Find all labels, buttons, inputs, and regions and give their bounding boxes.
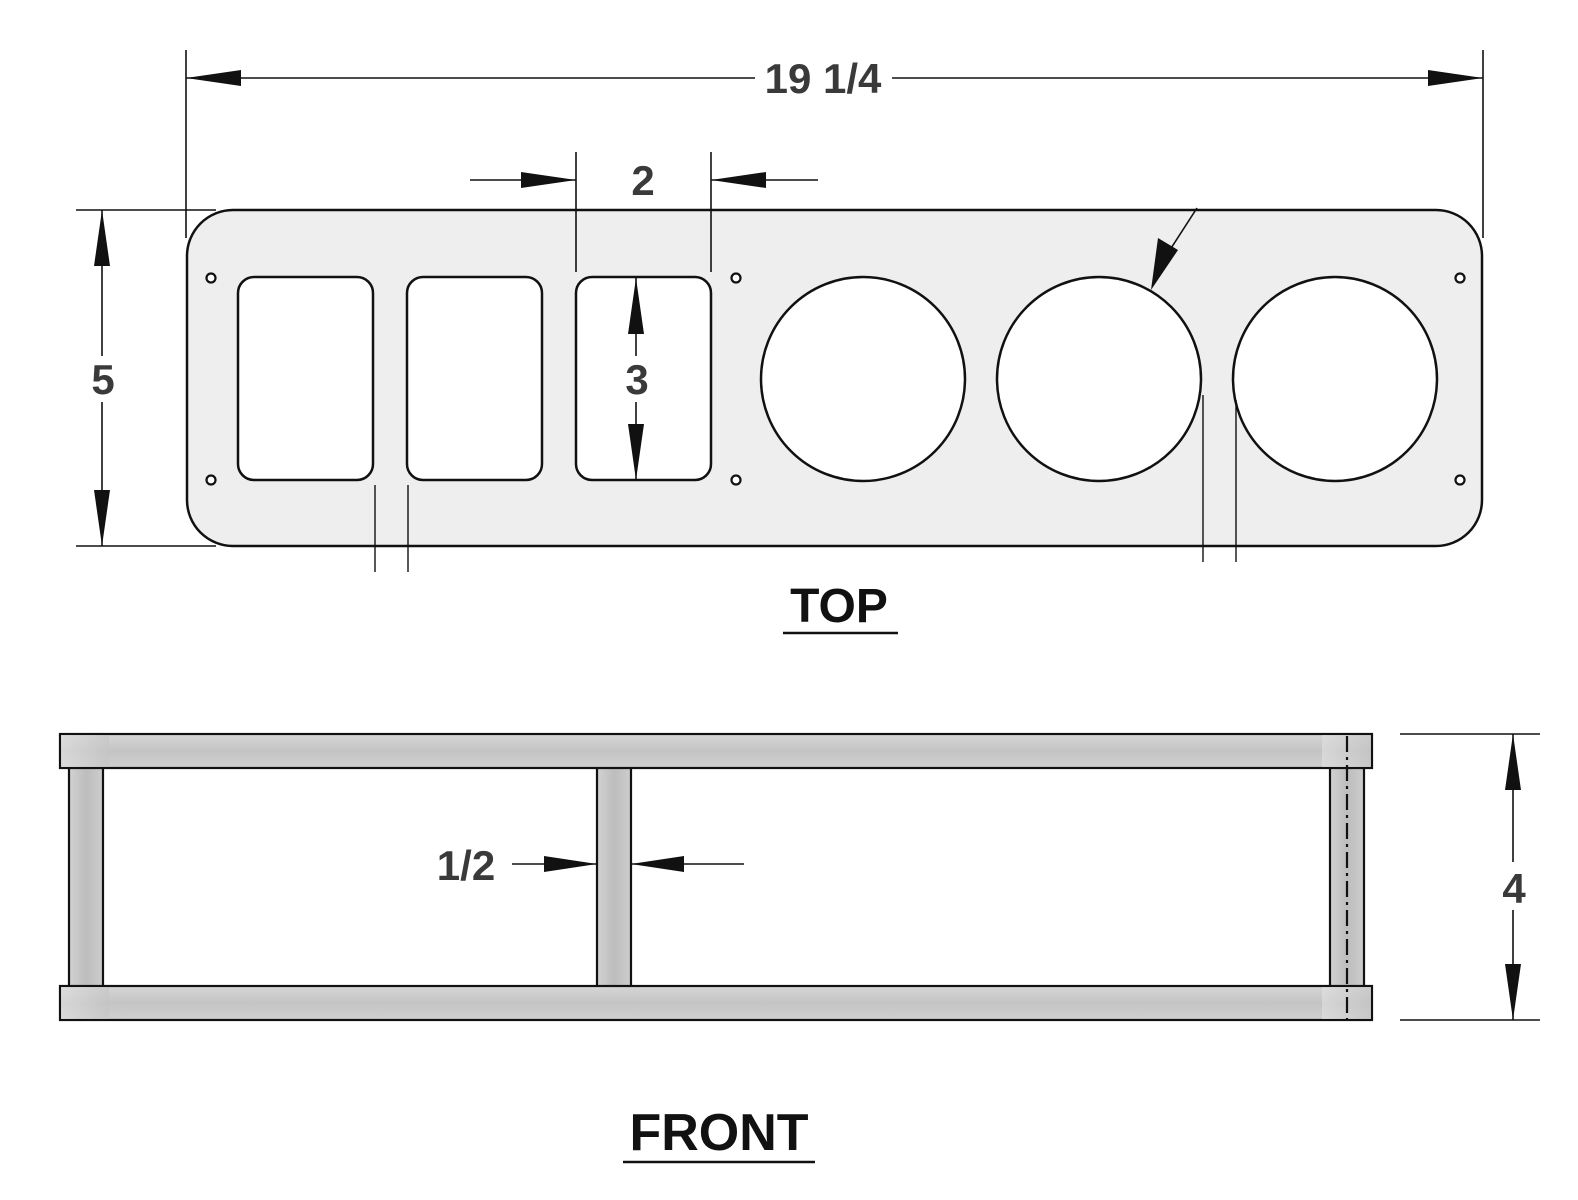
dim-overall-width — [76, 209, 216, 547]
top-board — [58, 732, 1374, 770]
front-view: 1/2 4 FRONT — [58, 732, 1540, 1164]
front-view-title: FRONT — [629, 1104, 808, 1162]
round-opening-2 — [995, 275, 1203, 483]
rect-opening-3 — [574, 275, 713, 482]
mounting-hole — [205, 272, 217, 284]
dim-label-overall-width: 5 — [91, 356, 114, 403]
center-divider — [595, 765, 633, 989]
dim-label-divider-thickness: 1/2 — [437, 842, 495, 889]
mounting-hole — [1454, 272, 1466, 284]
top-view: 19 1/4 5 2 3 — [76, 50, 1484, 635]
dim-opening-width — [470, 152, 818, 272]
left-post — [67, 765, 105, 989]
round-opening-1 — [759, 275, 967, 483]
dim-label-overall-length: 19 1/4 — [765, 55, 882, 102]
mounting-hole — [730, 474, 742, 486]
dim-divider-thickness — [512, 856, 744, 872]
dim-overall-length — [185, 50, 1484, 238]
rect-opening-2 — [405, 275, 544, 482]
mounting-holes — [205, 272, 1466, 486]
dim-label-overall-height: 4 — [1502, 865, 1526, 912]
rect-opening-1 — [236, 275, 375, 482]
dim-overall-height — [1400, 733, 1540, 1021]
dim-label-opening-width: 2 — [631, 157, 654, 204]
mounting-hole — [730, 272, 742, 284]
bottom-board-end-left — [61, 987, 109, 1019]
radius-leader — [1151, 207, 1198, 290]
mounting-hole — [205, 474, 217, 486]
top-view-title: TOP — [790, 580, 888, 633]
dim-label-opening-height: 3 — [625, 356, 648, 403]
extension-lines — [374, 395, 1237, 572]
top-board-end-left — [61, 735, 109, 767]
bottom-board — [58, 984, 1374, 1022]
round-opening-3 — [1231, 275, 1439, 483]
dim-opening-height — [628, 278, 644, 480]
mounting-hole — [1454, 474, 1466, 486]
